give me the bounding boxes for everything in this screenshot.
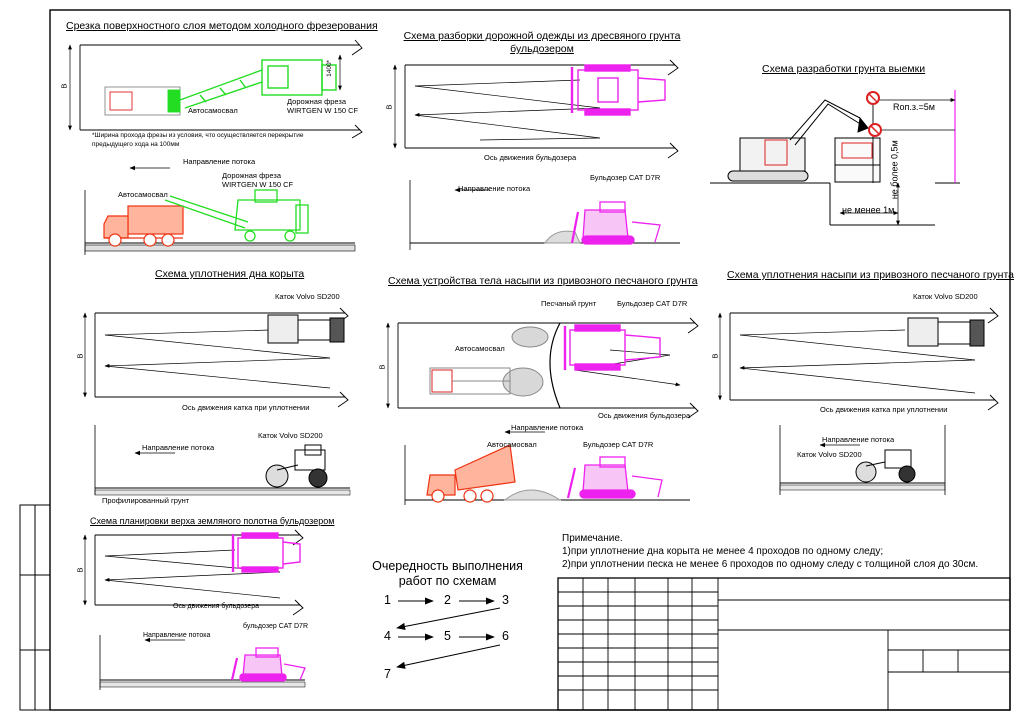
notes-line-1: 1)при уплотнение дна корыта не менее 4 п…: [562, 546, 884, 557]
s3-height-label: не более 0,5м: [889, 140, 900, 200]
order-num-7: 7: [384, 667, 391, 681]
title-block: [557, 577, 1011, 711]
s5-sand-label: Песчаный грунт: [541, 299, 597, 308]
order-num-3: 3: [502, 593, 509, 607]
s1-dim-depth: 1400*: [326, 59, 334, 77]
s7-flow-label: Направление потока: [143, 632, 211, 639]
s2-bulldozer-elev: [570, 201, 661, 245]
s2-elevation: [409, 180, 680, 250]
s1-mill-label-b2: WIRTGEN W 150 CF: [222, 180, 294, 189]
s6-roller-plan: [907, 317, 985, 347]
s5-elevation: [404, 429, 690, 505]
s1-mill-label-b1: Дорожная фреза: [222, 171, 282, 180]
s7-title: Схема планировки верха земляного полотна…: [90, 516, 335, 526]
s2-dim-b: B: [384, 104, 394, 110]
s4-flow-label: Направление потока: [142, 443, 215, 452]
s3-dist-label: не менее 1м: [842, 205, 895, 215]
s6-plan: [718, 307, 999, 411]
s3-sign-2: [868, 123, 882, 137]
s5-axis-label: Ось движения бульдозера: [598, 411, 691, 420]
s1-milling-machine-elev: [164, 189, 309, 242]
notes-head: Примечание.: [562, 533, 623, 544]
s5-plan: [386, 317, 699, 419]
s6-roller-label: Каток Volvo SD200: [913, 292, 978, 301]
order-title-1: Очередность выполнения: [372, 559, 523, 573]
s5-truck-plan: [429, 367, 511, 395]
order-title-2: работ по схемам: [398, 574, 497, 588]
s7-bulldozer-plan: [231, 532, 301, 573]
s6-dim-b: B: [710, 353, 720, 359]
s3-excavator: [727, 99, 869, 182]
order-num-6: 6: [502, 629, 509, 643]
s3-rop-label: Rоп.з.=5м: [893, 102, 935, 112]
s1-truck-label: Автосамосвал: [188, 106, 238, 115]
s4-elevation: [94, 425, 351, 496]
s1-plan: [68, 39, 363, 139]
s4-dim-b: B: [75, 353, 85, 359]
s5-sand-pile-1: [511, 326, 549, 348]
s7-bulldozer-elev: [230, 647, 306, 682]
order-num-1: 1: [384, 593, 391, 607]
s1-milling-machine-plan: [179, 59, 337, 109]
s5-dump-truck: [426, 444, 516, 503]
s2-title-1: Схема разборки дорожной одежды из дресвя…: [403, 30, 681, 42]
s2-plan: [393, 59, 679, 159]
s1-footnote-1: *Ширина прохода фрезы из условия, что ос…: [92, 132, 304, 139]
s2-title-2: бульдозером: [510, 43, 574, 55]
s4-roller-elev: [265, 444, 328, 488]
s3-dump-truck: [834, 137, 881, 183]
s3-sign-1: [866, 91, 880, 183]
s4-ground-label: Профилированный грунт: [102, 496, 190, 505]
sheet-frame: [19, 9, 1011, 711]
s5-sand-pile-2: [502, 367, 544, 397]
s5-truck-label: Автосамосвал: [455, 344, 505, 353]
s4-roller-plan: [267, 314, 345, 344]
s5-dozer-label: Бульдозер CAT D7R: [617, 299, 688, 308]
s1-footnote-2: предыдущего хода на 100мм: [92, 141, 180, 148]
s7-axis-label: Ось движения бульдозера: [173, 603, 259, 610]
s1-flow-label: Направление потока: [183, 157, 256, 166]
s4-axis-label: Ось движения катка при уплотнении: [182, 403, 310, 412]
s6-elevation: [779, 425, 946, 495]
s6-flow-label: Направление потока: [822, 435, 895, 444]
order-num-2: 2: [444, 593, 451, 607]
s4-roller-label-b: Каток Volvo SD200: [258, 431, 323, 440]
s4-roller-label: Каток Volvo SD200: [275, 292, 340, 301]
s2-bulldozer-plan: [570, 64, 666, 116]
s1-dim-b: B: [59, 83, 69, 89]
s6-roller-elev: [855, 449, 916, 483]
s5-truck-label-b: Автосамосвал: [487, 440, 537, 449]
s7-dim-b: B: [75, 567, 85, 573]
s4-plan: [83, 307, 349, 408]
order-num-5: 5: [444, 629, 451, 643]
order-arrows: [396, 597, 501, 669]
order-num-4: 4: [384, 629, 391, 643]
s6-title: Схема уплотнения насыпи из привозного пе…: [727, 269, 1015, 281]
s5-dozer-label-b: Бульдозер CAT D7R: [583, 440, 654, 449]
s1-mill-label-2: WIRTGEN W 150 CF: [287, 106, 359, 115]
s7-dozer-label: бульдозер CAT D7R: [243, 623, 308, 630]
s5-flow-label: Направление потока: [511, 423, 584, 432]
s2-flow-label: Направление потока: [458, 184, 531, 193]
s1-title: Срезка поверхностного слоя методом холод…: [66, 20, 378, 32]
s5-bulldozer-elev: [566, 456, 663, 499]
s2-dozer-label: Бульдозер CAT D7R: [590, 173, 661, 182]
notes-line-2: 2)при уплотнении песка не менее 6 проход…: [562, 559, 979, 570]
s5-title: Схема устройства тела насыпи из привозно…: [388, 275, 698, 287]
s6-axis-label: Ось движения катка при уплотнении: [820, 405, 948, 414]
s5-dim-b: B: [377, 364, 387, 370]
s1-dump-truck: [103, 205, 184, 247]
s2-axis-label: Ось движения бульдозера: [484, 153, 577, 162]
s5-bulldozer-plan: [563, 324, 661, 371]
s3-title: Схема разработки грунта выемки: [762, 63, 926, 75]
s6-roller-label-b: Каток Volvo SD200: [797, 450, 862, 459]
s4-title: Схема уплотнения дна корыта: [155, 268, 305, 280]
s1-elevation: [84, 165, 356, 255]
s1-mill-label-1: Дорожная фреза: [287, 97, 347, 106]
s1-truck-plan: [104, 86, 181, 116]
s3-diagram: [710, 90, 960, 226]
s1-truck-label-b: Автосамосвал: [118, 190, 168, 199]
